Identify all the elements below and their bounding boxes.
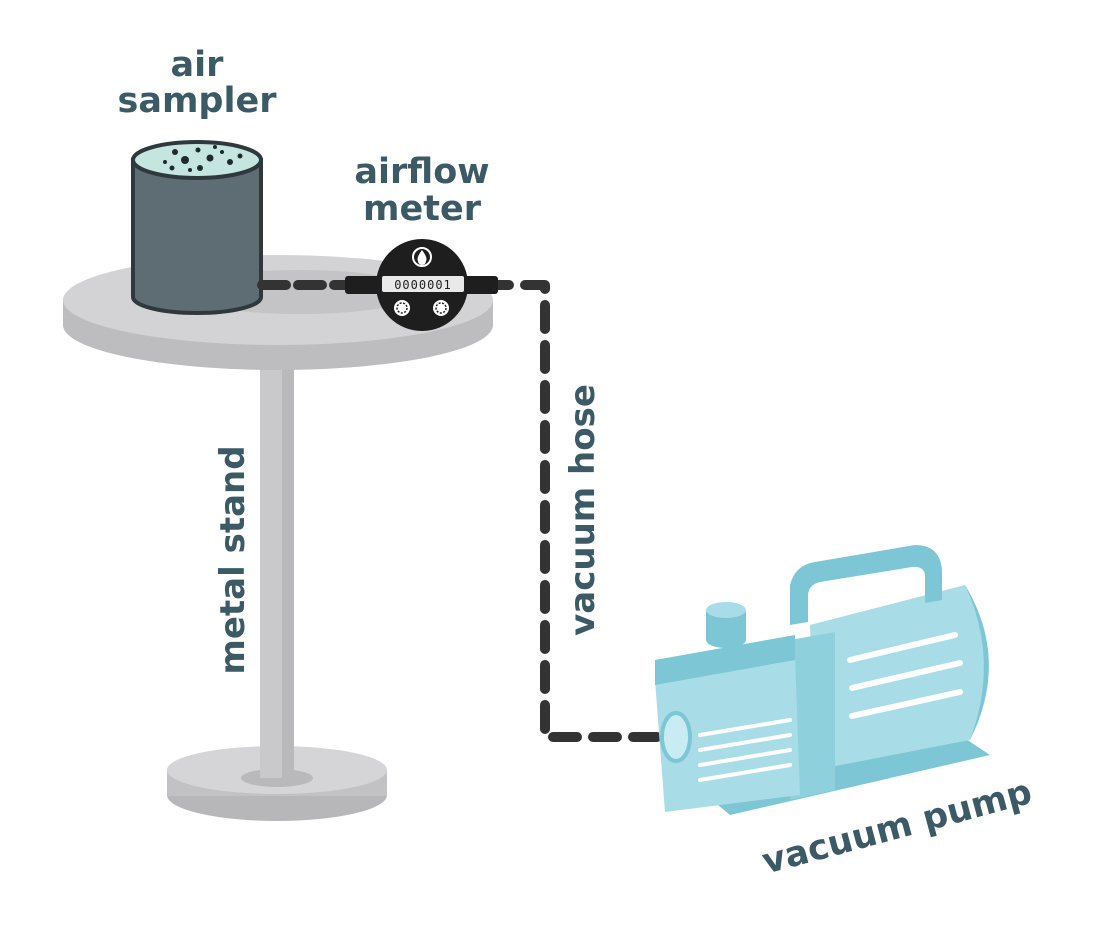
water-drop-icon [412,247,432,267]
label-air-sampler-line2: sampler [118,81,278,121]
pump-chamber-vents [698,718,792,782]
label-air-sampler-line1: air [171,45,225,85]
pump-chamber [655,655,800,812]
pump-inlet-port [660,711,692,763]
sampler-media [131,140,263,180]
vacuum-pump [655,545,990,815]
pump-cap-top [706,602,746,618]
pump-connector [790,632,835,800]
label-airflow-meter-line2: meter [363,189,482,229]
stand-pole-shade [282,350,294,778]
pump-chamber-top [655,635,795,685]
meter-small-gauge-left [394,300,410,316]
label-vacuum-hose: vacuum hose [563,384,603,636]
airflow-meter: 0000001 [345,239,498,331]
meter-counter: 0000001 [394,278,452,292]
sampler-particles [163,145,243,172]
pump-cap [706,610,746,648]
pump-handle [790,545,942,625]
pump-motor-end [965,585,989,740]
pump-motor-vents [847,632,963,719]
meter-outlet [460,276,498,294]
air-sampler [131,140,263,315]
label-airflow-meter-line1: airflow [354,152,489,192]
vacuum-hose-line [480,280,673,742]
meter-inlet [345,276,383,294]
label-metal-stand: metal stand [213,445,253,674]
metal-stand [63,255,493,821]
meter-small-gauge-right [433,300,449,316]
meter-counter-box [382,276,464,292]
sampler-body [131,158,263,315]
